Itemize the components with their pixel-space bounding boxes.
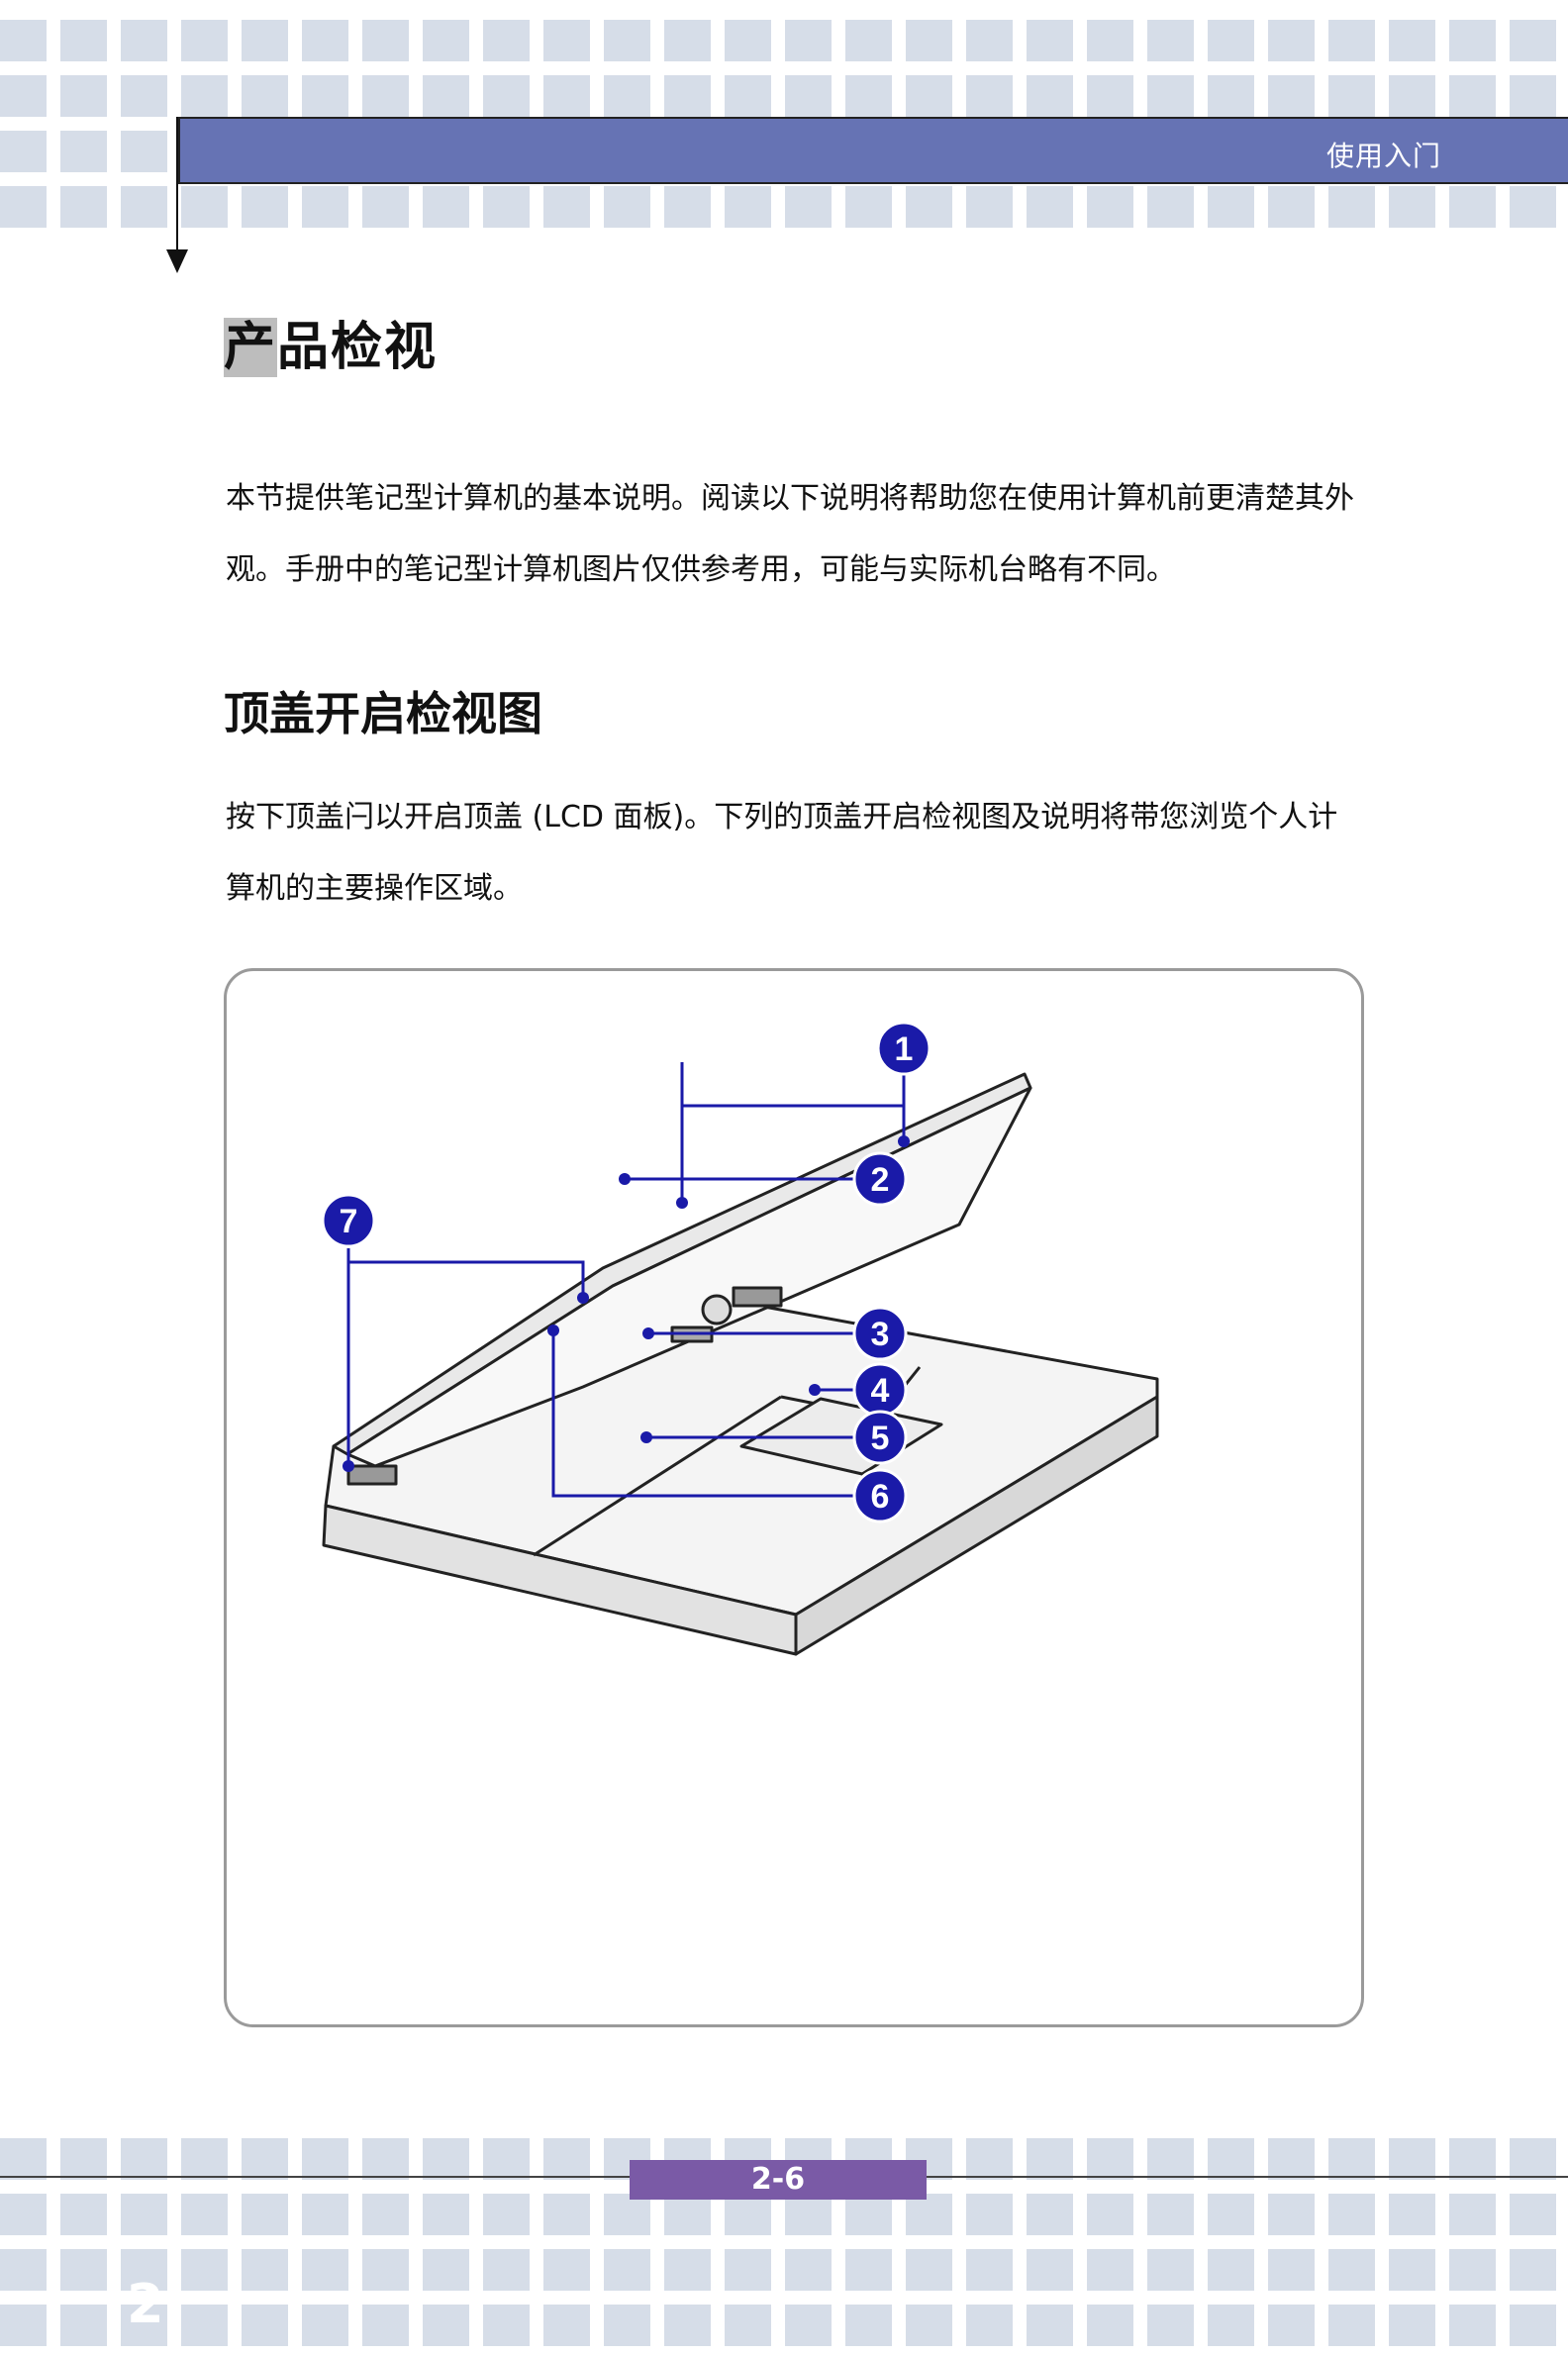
callout-5: 5: [852, 1410, 908, 1465]
svg-text:4: 4: [871, 1372, 890, 1410]
svg-text:7: 7: [340, 1203, 358, 1240]
header-vertical-line: [176, 117, 178, 255]
intro-paragraph: 本节提供笔记型计算机的基本说明。阅读以下说明将帮助您在使用计算机前更清楚其外观。…: [226, 481, 1354, 587]
figure-box: 1 2 3 4 5 6 7: [224, 968, 1364, 2027]
callout-3: 3: [852, 1306, 908, 1361]
laptop-illustration: 1 2 3 4 5 6 7: [321, 1021, 1159, 1656]
arrow-down-icon: [166, 249, 188, 273]
svg-text:6: 6: [871, 1478, 890, 1516]
section-title: 顶盖开启检视图: [224, 687, 542, 740]
laptop-base-side: [794, 1395, 1159, 1656]
tile-row: [0, 75, 1568, 117]
svg-text:1: 1: [895, 1031, 914, 1068]
tile-row: [0, 2249, 1568, 2291]
callout-6: 6: [852, 1468, 908, 1523]
tile-row: [0, 2194, 1568, 2235]
callout-2: 2: [852, 1151, 908, 1207]
tile-row: [0, 2305, 1568, 2346]
page-number: 2-6: [630, 2160, 927, 2200]
callout-4: 4: [852, 1362, 908, 1418]
svg-text:3: 3: [871, 1316, 890, 1353]
tile-row: [0, 20, 1568, 61]
callout-7: 7: [321, 1193, 376, 1248]
tile-row: [0, 186, 1568, 228]
svg-text:2: 2: [871, 1161, 890, 1199]
chapter-number: 2: [127, 2273, 164, 2335]
page-title-rest: 品检视: [277, 318, 439, 377]
page-title-highlight: 产: [224, 318, 278, 377]
callout-1: 1: [876, 1021, 931, 1076]
power-button: [701, 1294, 733, 1325]
header-bar: 使用入门: [178, 117, 1568, 184]
header-title: 使用入门: [1325, 140, 1441, 172]
page-title: 产品检视: [224, 305, 438, 379]
left-speaker: [346, 1464, 398, 1486]
svg-text:5: 5: [871, 1420, 890, 1457]
right-speaker: [732, 1286, 783, 1308]
section-paragraph: 按下顶盖闩以开启顶盖 (LCD 面板)。下列的顶盖开启检视图及说明将带您浏览个人…: [226, 800, 1338, 906]
